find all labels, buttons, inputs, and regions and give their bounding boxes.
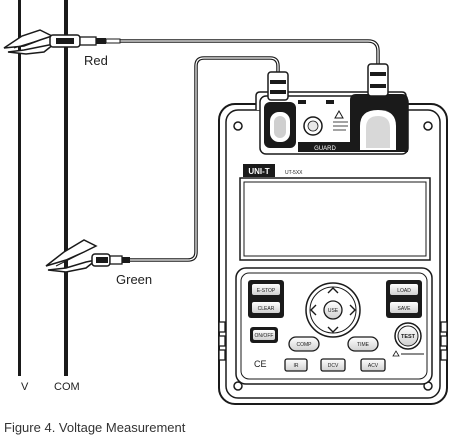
green-lead-label: Green xyxy=(116,272,153,287)
save-button[interactable]: SAVE xyxy=(390,302,418,313)
dcv-button[interactable]: DCV xyxy=(320,358,346,372)
figure-caption: Figure 4. Voltage Measurement xyxy=(4,420,186,435)
warning-icon xyxy=(392,350,400,357)
time-button[interactable]: TIME xyxy=(347,336,379,352)
svg-text:IR: IR xyxy=(294,363,299,369)
svg-text:LOAD: LOAD xyxy=(397,288,411,294)
svg-text:ACV: ACV xyxy=(368,363,379,369)
power-button[interactable]: ON/OFF xyxy=(250,327,278,343)
model-text: UT-5XX xyxy=(285,170,303,176)
red-plug xyxy=(367,63,389,97)
svg-text:TIME: TIME xyxy=(357,342,370,348)
insulation-tester: GUARD UNI-T UT-5XX E-STO xyxy=(218,63,448,405)
acv-button[interactable]: ACV xyxy=(360,358,386,372)
comp-button[interactable]: COMP xyxy=(288,336,320,352)
v-conductor xyxy=(18,0,21,376)
red-alligator-clip xyxy=(3,29,121,55)
v-terminal-label: V xyxy=(21,381,29,393)
estop-button[interactable]: E-STOP xyxy=(252,284,280,295)
clear-button[interactable]: CLEAR xyxy=(252,302,280,313)
screw-icon xyxy=(423,121,433,131)
left-arrow-icon[interactable] xyxy=(310,304,317,316)
red-lead-wire xyxy=(120,39,380,64)
ir-button[interactable]: IR xyxy=(284,358,308,372)
svg-text:E-STOP: E-STOP xyxy=(257,288,276,294)
guard-label: GUARD xyxy=(314,146,336,152)
green-plug xyxy=(267,71,289,101)
svg-text:USE: USE xyxy=(328,308,339,314)
red-lead-label: Red xyxy=(84,53,108,68)
use-button[interactable]: USE xyxy=(323,300,343,320)
svg-text:DCV: DCV xyxy=(328,363,339,369)
com-conductor xyxy=(64,0,68,376)
brand-logo xyxy=(243,164,275,177)
screw-icon xyxy=(233,381,243,391)
warning-icon xyxy=(334,109,344,119)
green-alligator-clip xyxy=(45,239,130,273)
svg-text:ON/OFF: ON/OFF xyxy=(255,333,274,339)
ce-mark: CE xyxy=(254,359,267,369)
test-button[interactable]: TEST xyxy=(394,322,422,350)
down-arrow-icon[interactable] xyxy=(327,326,339,333)
lcd-display xyxy=(243,181,427,257)
right-arrow-icon[interactable] xyxy=(349,304,356,316)
svg-text:COMP: COMP xyxy=(297,342,313,348)
svg-text:SAVE: SAVE xyxy=(398,306,412,312)
load-button[interactable]: LOAD xyxy=(390,284,418,295)
screw-icon xyxy=(233,121,243,131)
up-arrow-icon[interactable] xyxy=(327,287,339,294)
brand-text: UNI-T xyxy=(248,167,269,176)
com-terminal-label: COM xyxy=(54,381,80,393)
svg-text:CLEAR: CLEAR xyxy=(258,306,275,312)
svg-text:TEST: TEST xyxy=(401,334,416,340)
